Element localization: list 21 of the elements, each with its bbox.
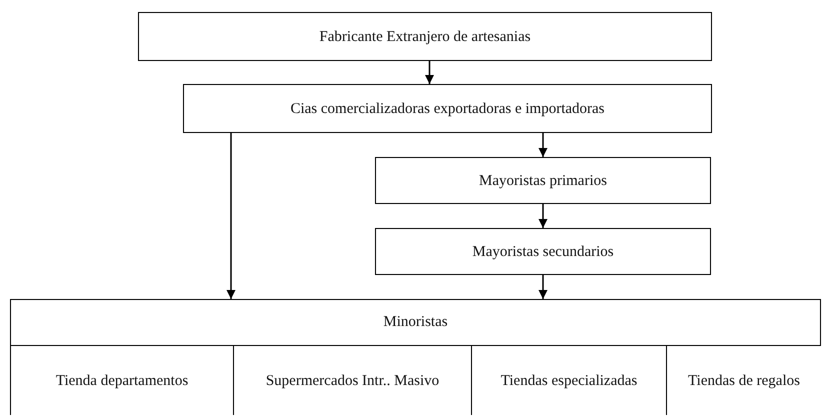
arrow — [425, 61, 434, 84]
box-label: Mayoristas secundarios — [472, 242, 614, 260]
table-cell — [471, 345, 666, 415]
arrow — [538, 275, 548, 299]
arrow — [226, 133, 236, 299]
arrow — [538, 133, 548, 157]
box-label: Tiendas de regalos — [688, 372, 800, 390]
process-box — [183, 84, 712, 133]
box-label: Fabricante Extranjero de artesanias — [319, 28, 531, 46]
box-label: Tienda departamentos — [56, 372, 188, 390]
process-box — [375, 228, 711, 275]
process-box — [375, 157, 711, 204]
box-label: Cias comercializadoras exportadoras e importadoras — [290, 100, 605, 118]
box-label: Supermercados Intr.. Masivo — [266, 372, 440, 390]
box-label: Tiendas especializadas — [500, 372, 638, 390]
arrow — [538, 204, 548, 228]
table-heading: Minoristas — [382, 313, 449, 332]
table-cell — [233, 345, 471, 415]
table-cell — [11, 345, 233, 415]
box-label: Mayoristas primarios — [479, 172, 607, 190]
process-box — [138, 12, 712, 61]
